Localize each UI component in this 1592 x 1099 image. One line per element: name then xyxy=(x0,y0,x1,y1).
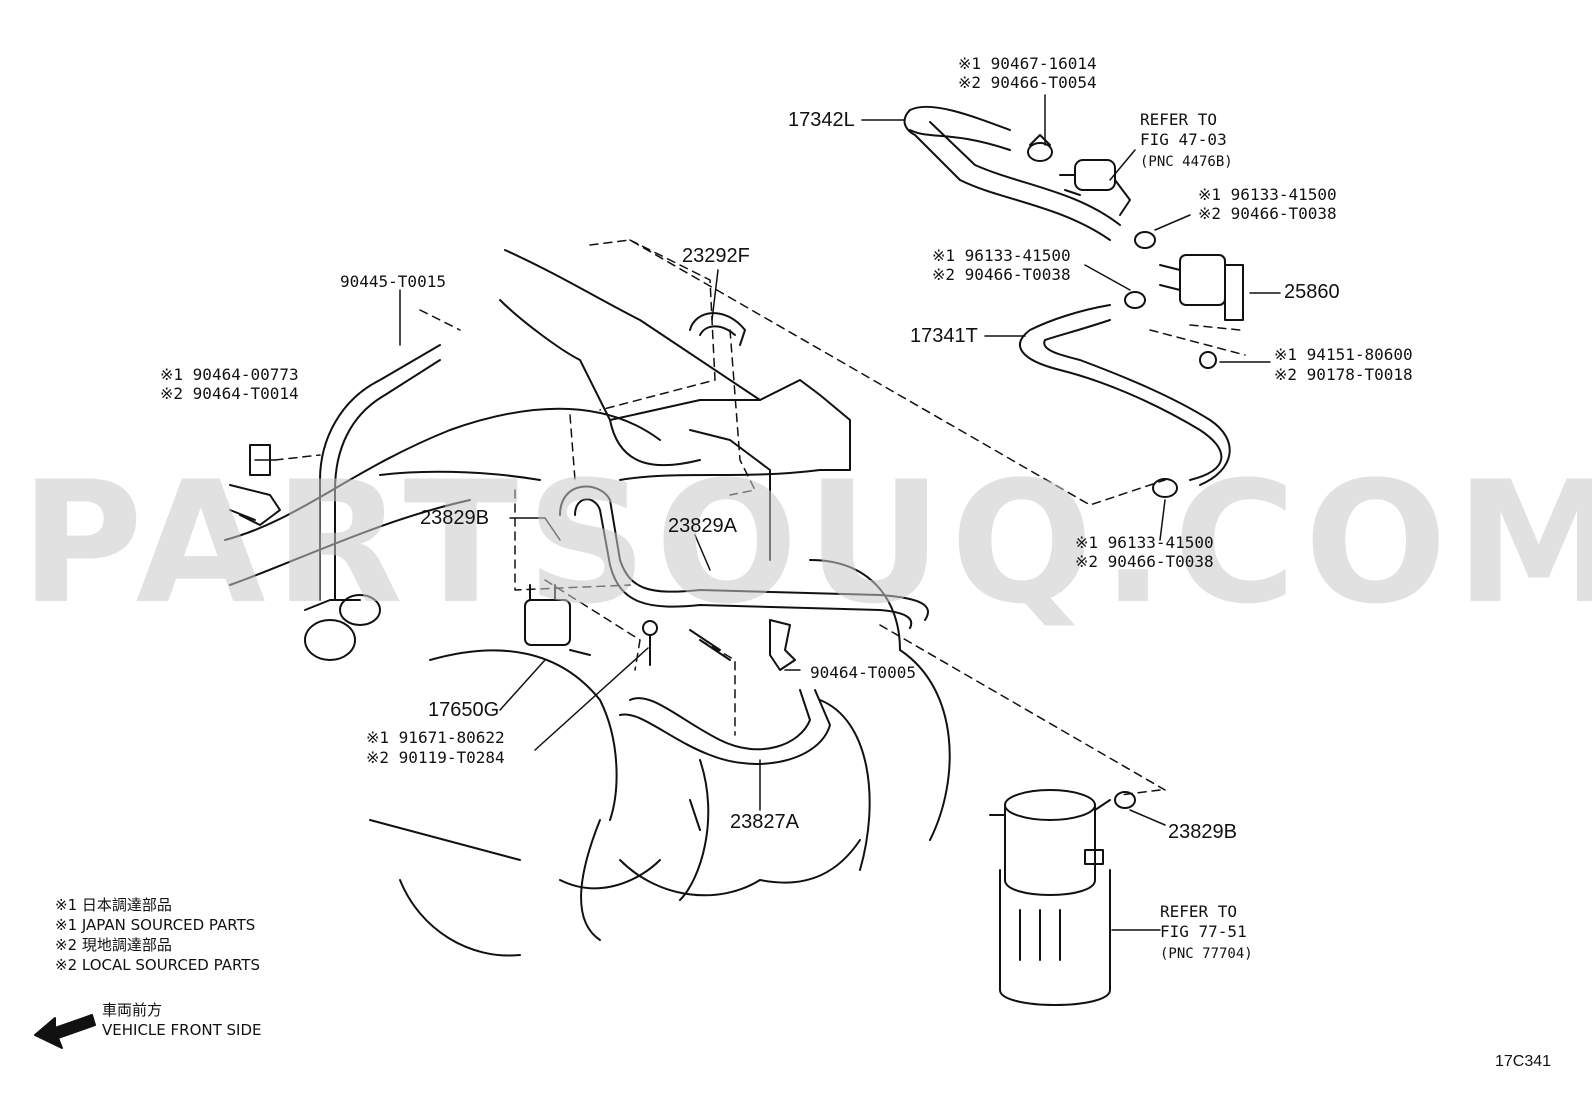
hose-23827A xyxy=(619,689,831,765)
refer-fig4703-line2: FIG 47-03 xyxy=(1140,130,1227,149)
clip-90464-T0005 xyxy=(769,619,796,671)
label-90464-T0005: 90464-T0005 xyxy=(810,663,916,682)
figure-code: 17C341 xyxy=(1495,1053,1552,1070)
legend: ※1 日本調達部品 ※1 JAPAN SOURCED PARTS ※2 現地調達… xyxy=(55,895,260,975)
label-25860: 25860 xyxy=(1284,281,1340,303)
refer-fig4703-line3: (PNC 4476B) xyxy=(1140,154,1233,170)
label-23829A: 23829A xyxy=(668,515,737,537)
callout-bracket-left-1: ※1 90464-00773 xyxy=(160,365,299,384)
label-23829B-lower: 23829B xyxy=(1168,821,1237,843)
vsv-17650G xyxy=(524,584,591,656)
callout-clamp-lower-1: ※1 96133-41500 xyxy=(1075,533,1214,552)
refer-fig4703-line1: REFER TO xyxy=(1140,110,1218,129)
label-17342L: 17342L xyxy=(788,109,855,131)
clamp-right1 xyxy=(1134,231,1156,249)
clamp-canister xyxy=(1114,791,1136,809)
hose-23829A xyxy=(559,485,929,629)
callout-clamp-top-1: ※1 90467-16014 xyxy=(958,54,1097,73)
label-17341T: 17341T xyxy=(910,325,978,347)
refer-fig7751-line3: (PNC 77704) xyxy=(1160,946,1253,962)
hose-17341T xyxy=(1019,304,1231,486)
bolt xyxy=(642,620,658,666)
legend-line: ※1 JAPAN SOURCED PARTS xyxy=(55,916,256,934)
hose-17342L xyxy=(903,105,1121,241)
engine-outline xyxy=(224,249,951,957)
charcoal-canister xyxy=(989,789,1111,1006)
vsv-25860 xyxy=(1159,254,1244,321)
callout-bolt-1: ※1 91671-80622 xyxy=(366,728,505,747)
direction-line-jp: 車両前方 xyxy=(102,1001,163,1019)
direction-label: 車両前方 VEHICLE FRONT SIDE xyxy=(102,1000,262,1040)
legend-line: ※2 LOCAL SOURCED PARTS xyxy=(55,956,260,974)
label-23827A: 23827A xyxy=(730,811,799,833)
vsv-left xyxy=(304,594,381,661)
label-23292F: 23292F xyxy=(682,245,750,267)
hose-23292F xyxy=(689,312,746,346)
callout-nut-2: ※2 90178-T0018 xyxy=(1274,365,1413,384)
refer-fig7751-line1: REFER TO xyxy=(1160,902,1238,921)
label-90445-T0015: 90445-T0015 xyxy=(340,272,446,291)
callout-bracket-left-2: ※2 90464-T0014 xyxy=(160,384,299,403)
label-17650G: 17650G xyxy=(428,699,500,721)
leader-lines xyxy=(254,94,1281,931)
callout-clamp-top-2: ※2 90466-T0054 xyxy=(958,73,1097,92)
label-23829B-upper: 23829B xyxy=(420,507,489,529)
callout-clamp-right1-1: ※1 96133-41500 xyxy=(1198,185,1337,204)
clamp-lower xyxy=(1152,478,1178,498)
legend-line: ※2 現地調達部品 xyxy=(55,936,172,954)
hose-90445 xyxy=(319,344,441,601)
callout-clamp-mid-1: ※1 96133-41500 xyxy=(932,246,1071,265)
front-arrow-icon xyxy=(34,1014,96,1049)
dashed-lines xyxy=(274,239,1246,796)
callout-clamp-lower-2: ※2 90466-T0038 xyxy=(1075,552,1214,571)
refer-fig7751-line2: FIG 77-51 xyxy=(1160,922,1247,941)
callout-bolt-2: ※2 90119-T0284 xyxy=(366,748,505,767)
watermark: PARTSOUQ.COM xyxy=(20,445,1592,641)
clamp-mid xyxy=(1124,291,1146,309)
clamp-top xyxy=(1027,134,1053,162)
callout-clamp-right1-2: ※2 90466-T0038 xyxy=(1198,204,1337,223)
nut xyxy=(1199,351,1217,369)
callout-clamp-mid-2: ※2 90466-T0038 xyxy=(932,265,1071,284)
callout-nut-1: ※1 94151-80600 xyxy=(1274,345,1413,364)
direction-line-en: VEHICLE FRONT SIDE xyxy=(102,1021,262,1039)
legend-line: ※1 日本調達部品 xyxy=(55,896,172,914)
